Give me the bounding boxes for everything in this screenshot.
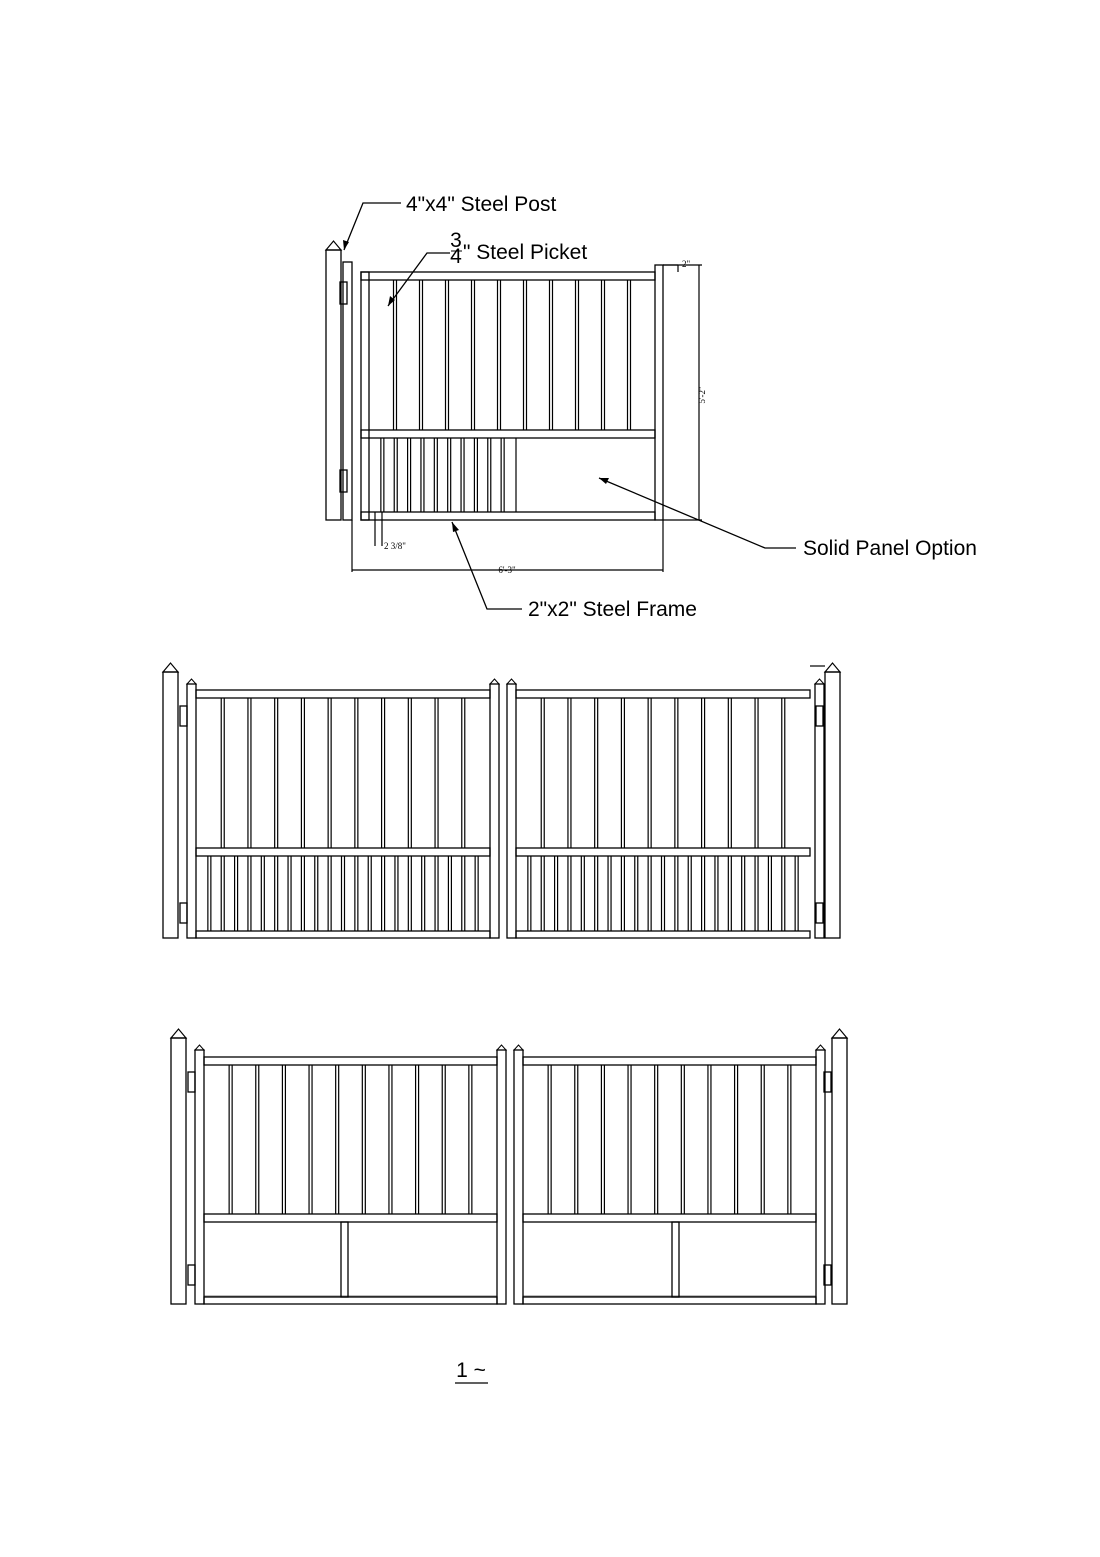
post-cap — [161, 662, 180, 673]
gate-end-post — [506, 683, 517, 939]
hinge — [187, 1264, 196, 1286]
picket-leader — [387, 252, 450, 307]
single-gate-elevation — [324, 240, 702, 572]
mid-rail — [360, 429, 656, 439]
solid-panel-leader-arrow — [599, 478, 609, 484]
gate-end-post-cap — [814, 1044, 827, 1051]
width-dimension: 6'-3" — [498, 565, 516, 575]
picket-leader-arrow — [388, 296, 395, 306]
hinge — [815, 902, 824, 924]
right-leaf-mid-rail — [522, 1213, 817, 1223]
hinge — [339, 281, 348, 305]
steel-post-left — [170, 1037, 187, 1305]
gate-end-post — [194, 1049, 205, 1305]
page-number: 1 ~ — [456, 1359, 486, 1382]
double-gate-picket-elevation — [161, 662, 842, 939]
left-stile — [360, 271, 370, 521]
left-leaf-mid-rail — [203, 1213, 498, 1223]
steel-post-right — [824, 671, 841, 939]
gate-end-post — [496, 1049, 507, 1305]
left-leaf-mid-rail — [195, 847, 491, 857]
panel-divider — [340, 1221, 349, 1298]
gate-end-post-cap — [185, 678, 198, 685]
hinge — [823, 1071, 832, 1093]
picket-fraction-numerator: 3 — [450, 229, 462, 252]
gate-end-post — [186, 683, 197, 939]
post-cap — [324, 240, 343, 251]
right-leaf-top-rail — [515, 689, 811, 699]
gate-end-post-cap — [505, 678, 518, 685]
height-dimension: 5'-2" — [697, 386, 707, 404]
frame-leader — [451, 521, 522, 610]
left-leaf-bottom-rail — [195, 930, 491, 939]
steel-post-right — [831, 1037, 848, 1305]
gate-end-post-cap — [813, 678, 826, 685]
post-cap — [830, 1028, 849, 1039]
frame-leader-arrow — [452, 522, 459, 532]
gate-end-post — [489, 683, 500, 939]
hinge — [179, 902, 188, 924]
left-leaf-top-rail — [203, 1056, 498, 1066]
hinge-stile — [342, 261, 353, 521]
right-leaf-bottom-rail — [522, 1296, 817, 1305]
post-leader-arrow — [343, 240, 349, 250]
steel-picket-label: " Steel Picket — [463, 241, 587, 264]
steel-post — [325, 249, 342, 521]
solid-panel-leader — [598, 477, 796, 549]
hinge — [815, 705, 824, 727]
steel-post-left — [162, 671, 179, 939]
panel-divider — [671, 1221, 680, 1298]
gate-end-post-cap — [488, 678, 501, 685]
right-stile — [654, 264, 664, 521]
top-rail — [360, 271, 656, 281]
gate-end-post-cap — [512, 1044, 525, 1051]
post-cap — [169, 1028, 188, 1039]
hinge — [187, 1071, 196, 1093]
double-gate-solid-panel-elevation — [169, 1028, 849, 1305]
bottom-rail — [360, 511, 656, 521]
hinge — [179, 705, 188, 727]
steel-post-label: 4"x4" Steel Post — [406, 193, 556, 216]
gate-end-post — [513, 1049, 524, 1305]
gate-end-post-cap — [495, 1044, 508, 1051]
left-leaf-bottom-rail — [203, 1296, 498, 1305]
annotation-lines — [343, 202, 796, 610]
picket-fraction-denominator: 4 — [450, 245, 462, 268]
left-leaf-top-rail — [195, 689, 491, 699]
steel-frame-label: 2"x2" Steel Frame — [528, 598, 697, 621]
right-leaf-bottom-rail — [515, 930, 811, 939]
gate-end-post-cap — [193, 1044, 206, 1051]
post-cap — [823, 662, 842, 673]
right-leaf-top-rail — [522, 1056, 817, 1066]
solid-panel-option-label: Solid Panel Option — [803, 537, 977, 560]
right-leaf-mid-rail — [515, 847, 811, 857]
post-leader — [343, 202, 401, 251]
picket-spacing-dimension: 2 3/8" — [384, 541, 406, 551]
hinge — [823, 1264, 832, 1286]
hinge — [339, 469, 348, 493]
top-offset-dimension: 2" — [682, 259, 691, 269]
